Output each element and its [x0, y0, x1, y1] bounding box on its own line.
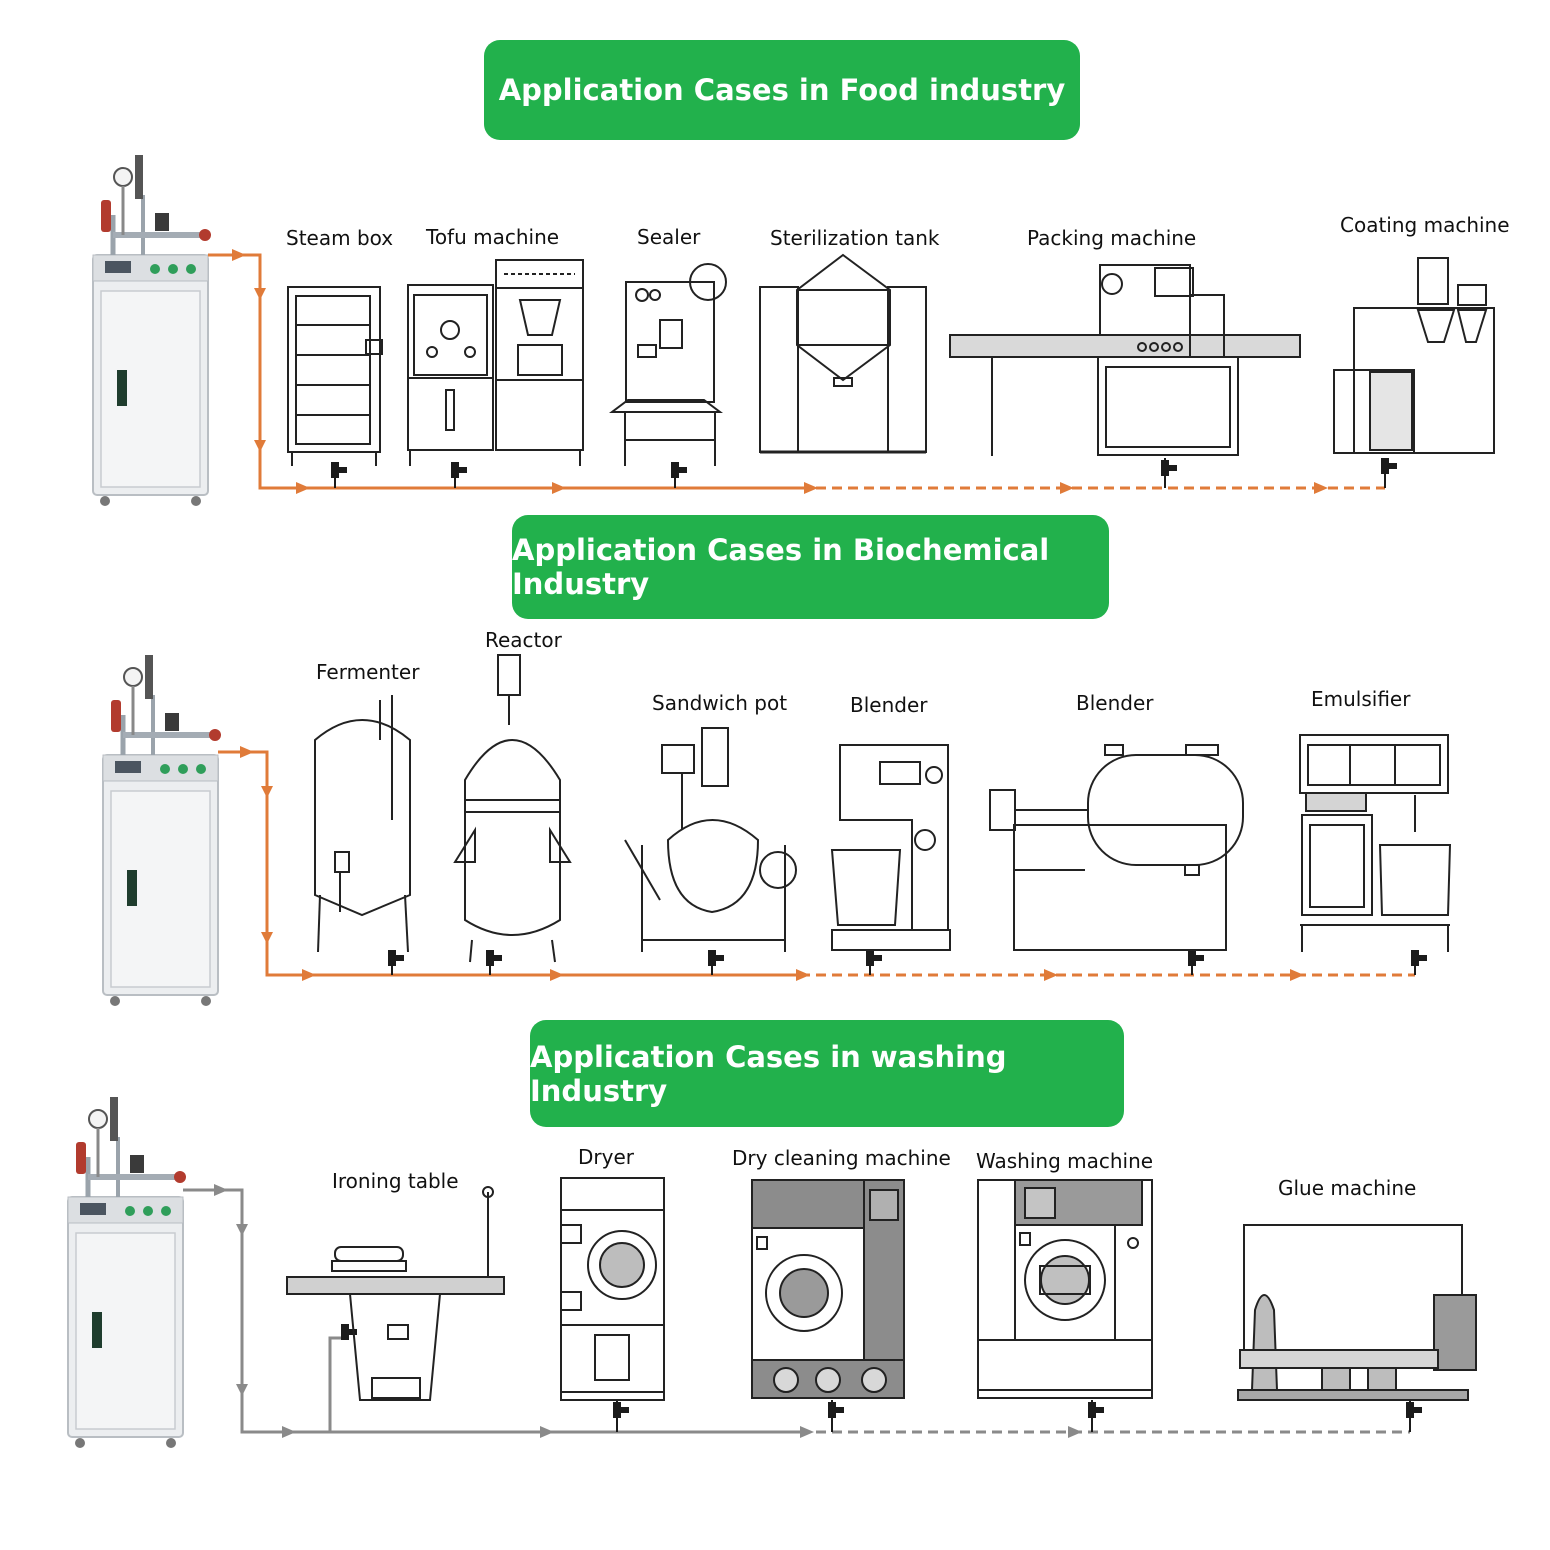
glue-machine [1238, 1225, 1476, 1400]
food-section-title: Application Cases in Food industry [484, 40, 1080, 140]
ironing-table-machine [287, 1187, 504, 1400]
label-sterilization-tank: Sterilization tank [770, 226, 940, 250]
sandwich-pot-machine [625, 728, 796, 952]
washing-steam-pipe [183, 1190, 1410, 1432]
washing-steam-generator [68, 1097, 186, 1448]
label-dryer: Dryer [578, 1145, 634, 1169]
sterilization-tank [760, 255, 926, 452]
label-emulsifier: Emulsifier [1311, 687, 1411, 711]
label-packing-machine: Packing machine [1027, 226, 1197, 250]
fermenter-machine [315, 695, 410, 952]
emulsifier-machine [1300, 735, 1450, 952]
washing-flow-arrows [214, 1184, 1082, 1438]
washing-machine [978, 1180, 1152, 1398]
label-ironing-table: Ironing table [332, 1169, 459, 1193]
label-blender-2: Blender [1076, 691, 1154, 715]
tofu-machine [408, 260, 583, 466]
food-flow-arrows [232, 249, 1328, 494]
reactor-machine [455, 655, 570, 962]
label-coating-machine: Coating machine [1340, 213, 1510, 237]
label-glue-machine: Glue machine [1278, 1176, 1417, 1200]
biochemical-steam-generator [103, 655, 221, 1006]
blender-1-machine [832, 745, 950, 950]
food-steam-generator [93, 155, 211, 506]
label-washing-machine: Washing machine [976, 1149, 1154, 1173]
steam-box-machine [288, 287, 382, 466]
blender-2-machine [990, 745, 1243, 950]
washing-valves [341, 1324, 1422, 1432]
label-fermenter: Fermenter [316, 660, 420, 684]
dryer-machine [561, 1178, 664, 1400]
label-sandwich-pot: Sandwich pot [652, 691, 788, 715]
coating-machine [1334, 258, 1494, 453]
label-tofu-machine: Tofu machine [426, 225, 560, 249]
label-dry-cleaning-machine: Dry cleaning machine [732, 1146, 951, 1170]
washing-section-title: Application Cases in washing Industry [530, 1020, 1124, 1127]
biochemical-flow-arrows [240, 746, 1304, 981]
packing-machine [950, 265, 1300, 456]
biochemical-section-title: Application Cases in Biochemical Industr… [512, 515, 1109, 619]
label-reactor: Reactor [485, 628, 562, 652]
biochemical-valves [388, 950, 1427, 975]
label-sealer: Sealer [637, 225, 701, 249]
label-steam-box: Steam box [286, 226, 394, 250]
sealer-machine [612, 264, 726, 466]
food-valves [331, 458, 1397, 488]
biochemical-steam-pipe [218, 752, 1415, 975]
label-blender-1: Blender [850, 693, 928, 717]
dry-cleaning-machine [752, 1180, 904, 1398]
